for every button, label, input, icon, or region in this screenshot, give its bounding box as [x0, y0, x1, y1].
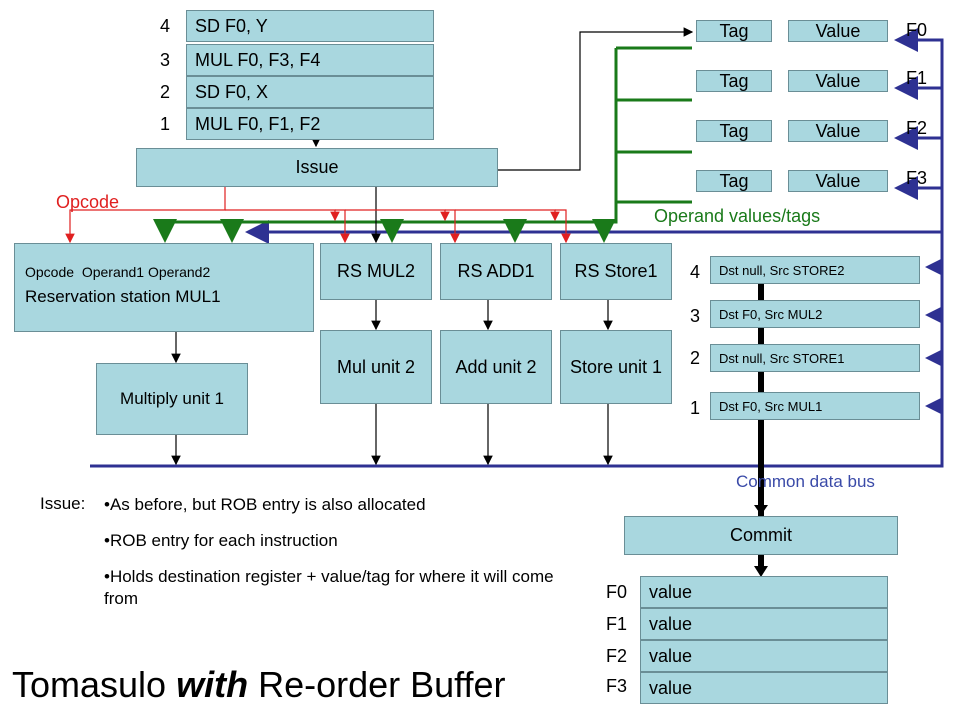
rs-mul2: RS MUL2 — [320, 243, 432, 300]
note-item: As before, but ROB entry is also allocat… — [104, 494, 554, 516]
rob-number: 4 — [690, 262, 701, 282]
rs-name: Reservation station MUL1 — [25, 287, 221, 306]
arch-reg-name: F3 — [606, 676, 628, 696]
queue-number: 2 — [160, 82, 171, 102]
rob-number: 3 — [690, 306, 701, 326]
add-unit-2: Add unit 2 — [440, 330, 552, 404]
arch-reg-value: value — [640, 608, 888, 640]
notes-heading: Issue: — [40, 494, 86, 513]
queue-number: 3 — [160, 50, 171, 70]
rob-entry: Dst F0, Src MUL1 — [710, 392, 920, 420]
value-cell: Value — [788, 170, 888, 192]
rob-number: 2 — [690, 348, 701, 368]
rob-entry: Dst F0, Src MUL2 — [710, 300, 920, 328]
queue-entry: MUL F0, F3, F4 — [186, 44, 434, 76]
commit-unit: Commit — [624, 516, 898, 555]
rob-entry: Dst null, Src STORE1 — [710, 344, 920, 372]
reservation-station-mul1: Opcode Operand1 Operand2 Reservation sta… — [14, 243, 314, 332]
arch-reg-name: F1 — [606, 614, 628, 634]
operand-bus-label: Operand values/tags — [654, 206, 821, 226]
register-name: F3 — [906, 168, 928, 188]
tag-cell: Tag — [696, 70, 772, 92]
note-item: Holds destination register + value/tag f… — [104, 566, 554, 610]
cdb-label: Common data bus — [736, 472, 875, 491]
rob-number: 1 — [690, 398, 701, 418]
tag-cell: Tag — [696, 20, 772, 42]
mul-unit-2: Mul unit 2 — [320, 330, 432, 404]
arch-reg-value: value — [640, 640, 888, 672]
queue-number: 4 — [160, 16, 171, 36]
rs-add1: RS ADD1 — [440, 243, 552, 300]
issue-unit: Issue — [136, 148, 498, 187]
tag-cell: Tag — [696, 170, 772, 192]
page-title: Tomasulo with Re-order Buffer — [12, 664, 506, 705]
note-item: ROB entry for each instruction — [104, 530, 554, 552]
rob-entry: Dst null, Src STORE2 — [710, 256, 920, 284]
multiply-unit-1: Multiply unit 1 — [96, 363, 248, 435]
queue-entry: MUL F0, F1, F2 — [186, 108, 434, 140]
value-cell: Value — [788, 70, 888, 92]
queue-entry: SD F0, X — [186, 76, 434, 108]
opcode-label: Opcode — [56, 192, 120, 212]
rs-fields: Opcode Operand1 Operand2 — [25, 264, 211, 280]
register-name: F0 — [906, 20, 928, 40]
register-name: F2 — [906, 118, 928, 138]
register-name: F1 — [906, 68, 928, 88]
arch-reg-name: F0 — [606, 582, 628, 602]
queue-entry: SD F0, Y — [186, 10, 434, 42]
notes-list: As before, but ROB entry is also allocat… — [104, 494, 554, 624]
arch-reg-value: value — [640, 576, 888, 608]
arch-reg-name: F2 — [606, 646, 628, 666]
arch-reg-value: value — [640, 672, 888, 704]
store-unit-1: Store unit 1 — [560, 330, 672, 404]
value-cell: Value — [788, 20, 888, 42]
queue-number: 1 — [160, 114, 171, 134]
tag-cell: Tag — [696, 120, 772, 142]
value-cell: Value — [788, 120, 888, 142]
rs-store1: RS Store1 — [560, 243, 672, 300]
